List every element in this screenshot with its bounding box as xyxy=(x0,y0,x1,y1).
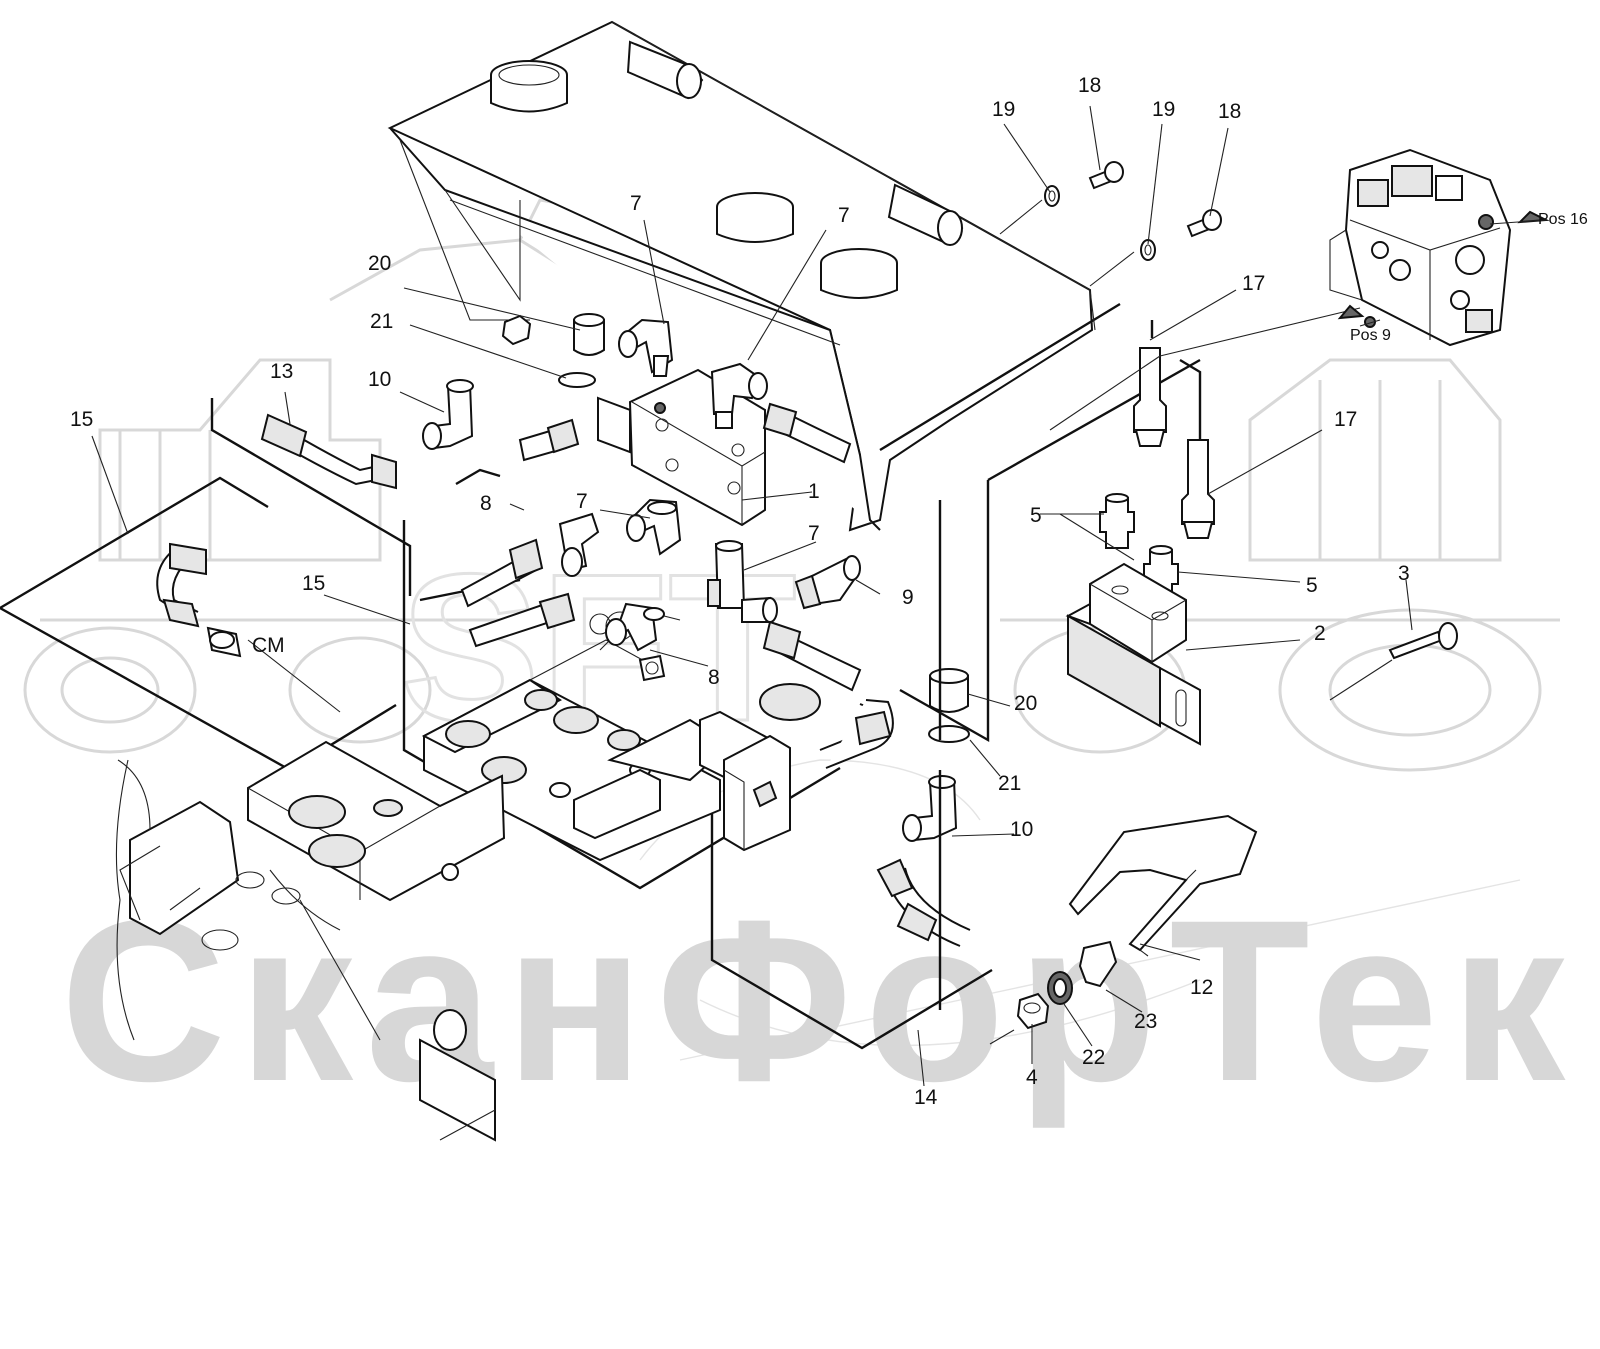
block-2 xyxy=(1065,562,1201,746)
hose-14-frame xyxy=(710,814,993,1050)
callout-19: 19 xyxy=(992,98,1015,121)
bracket-12 xyxy=(1068,814,1258,957)
callout-7: 7 xyxy=(808,522,820,545)
inset-control-valve xyxy=(1329,148,1512,347)
tank-pipe-stub xyxy=(626,40,704,100)
leader-lines xyxy=(91,105,1550,1087)
callout-17: 17 xyxy=(1334,408,1357,431)
tank-filler-neck xyxy=(716,192,794,243)
callout-15: 15 xyxy=(70,408,93,431)
callout-8: 8 xyxy=(708,666,720,689)
label-pos-9: Pos 9 xyxy=(1350,327,1391,344)
callout-15: 15 xyxy=(302,572,325,595)
watermark-text: СканФорТек xyxy=(60,872,1577,1129)
tank-pipe-stub xyxy=(887,183,964,246)
callout-5: 5 xyxy=(1030,504,1042,527)
hex-nut xyxy=(501,314,532,346)
callout-2: 2 xyxy=(1314,622,1326,645)
callout-21: 21 xyxy=(998,772,1021,795)
callout-9: 9 xyxy=(902,586,914,609)
callout-19: 19 xyxy=(1152,98,1175,121)
callout-7: 7 xyxy=(576,490,588,513)
callout-10: 10 xyxy=(368,368,391,391)
lock-washer-22 xyxy=(1047,971,1073,1005)
plug-20 xyxy=(929,668,969,713)
hose-14 xyxy=(876,858,971,947)
tank-filler-neck xyxy=(820,248,898,299)
callout-cm: CM xyxy=(252,634,285,657)
bolt-3 xyxy=(1388,622,1458,660)
label-pos-16: Pos 16 xyxy=(1538,211,1588,228)
hose-8 xyxy=(460,402,894,769)
banjo-fitting xyxy=(206,626,242,658)
tee-fitting xyxy=(707,540,778,623)
washer-19 xyxy=(1044,185,1156,261)
callout-21: 21 xyxy=(370,310,393,333)
callout-23: 23 xyxy=(1134,1010,1157,1033)
callout-7: 7 xyxy=(630,192,642,215)
callout-labels: 1 2 3 4 5 5 7 7 7 7 8 8 9 10 10 12 13 14… xyxy=(70,74,1588,1109)
elbow-fitting-7 xyxy=(618,318,674,377)
callout-18: 18 xyxy=(1218,100,1241,123)
callout-7: 7 xyxy=(838,204,850,227)
hose-13-frame xyxy=(210,398,412,596)
callout-8: 8 xyxy=(480,492,492,515)
tank-filler-neck xyxy=(490,60,568,113)
fitting-17 xyxy=(1133,347,1167,447)
fitting-17 xyxy=(1181,439,1215,539)
hose-15 xyxy=(156,542,207,628)
elbow-fitting-7 xyxy=(626,498,682,556)
plug-20 xyxy=(573,313,605,356)
bolt-18 xyxy=(1088,161,1222,238)
fitting-9 xyxy=(794,555,861,610)
control-valve-stack xyxy=(421,609,821,862)
clip-23 xyxy=(1078,940,1118,988)
elbow-fitting-7 xyxy=(710,362,768,429)
lower-valve-section xyxy=(115,740,506,1142)
callout-10: 10 xyxy=(1010,818,1033,841)
callout-3: 3 xyxy=(1398,562,1410,585)
callout-5: 5 xyxy=(1306,574,1318,597)
callout-12: 12 xyxy=(1190,976,1213,999)
hose-13 xyxy=(260,413,397,490)
elbow-fitting-10 xyxy=(422,379,474,450)
elbow-fitting-7 xyxy=(558,512,600,577)
callout-20: 20 xyxy=(368,252,391,275)
hydraulic-adapter-5 xyxy=(1099,493,1135,549)
callout-20: 20 xyxy=(1014,692,1037,715)
nut-4 xyxy=(1016,992,1050,1030)
elbow-fitting-8 xyxy=(605,602,666,682)
elbow-fitting-10 xyxy=(902,775,958,842)
callout-1: 1 xyxy=(808,480,820,503)
callout-13: 13 xyxy=(270,360,293,383)
callout-18: 18 xyxy=(1078,74,1101,97)
callout-4: 4 xyxy=(1026,1066,1038,1089)
callout-22: 22 xyxy=(1082,1046,1105,1069)
callout-17: 17 xyxy=(1242,272,1265,295)
callout-14: 14 xyxy=(914,1086,938,1109)
